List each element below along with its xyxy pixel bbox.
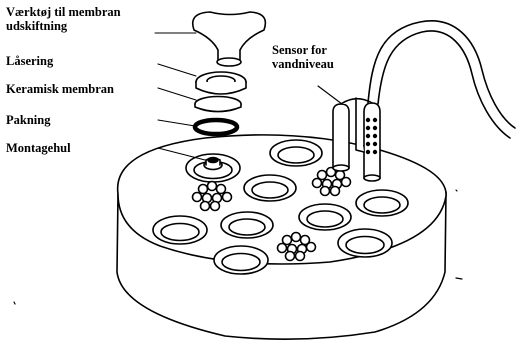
gasket [195,120,237,134]
label-mounting-hole: Montagehul [6,141,71,155]
ceramic-membrane [195,97,241,112]
pocket [244,175,296,201]
label-membrane-tool: Værktøj til membran [6,5,121,19]
label-water-level-sensor-line2: vandniveau [272,57,334,71]
label-ceramic-membrane: Keramisk membran [6,82,114,96]
pocket [299,204,351,230]
membrane-tool [193,12,266,66]
pocket [214,246,268,274]
pocket [221,212,273,238]
label-membrane-tool-line2: udskiftning [6,19,67,33]
label-gasket: Pakning [6,113,50,127]
pocket [338,229,392,257]
power-cable [368,21,515,138]
mounting-hole-fitting [204,158,222,170]
label-water-level-sensor: Sensor for [272,43,327,57]
locking-ring [196,72,246,94]
pocket [153,216,207,244]
pocket [356,190,408,216]
pocket [270,140,322,166]
label-locking-ring: Låsering [6,54,53,68]
